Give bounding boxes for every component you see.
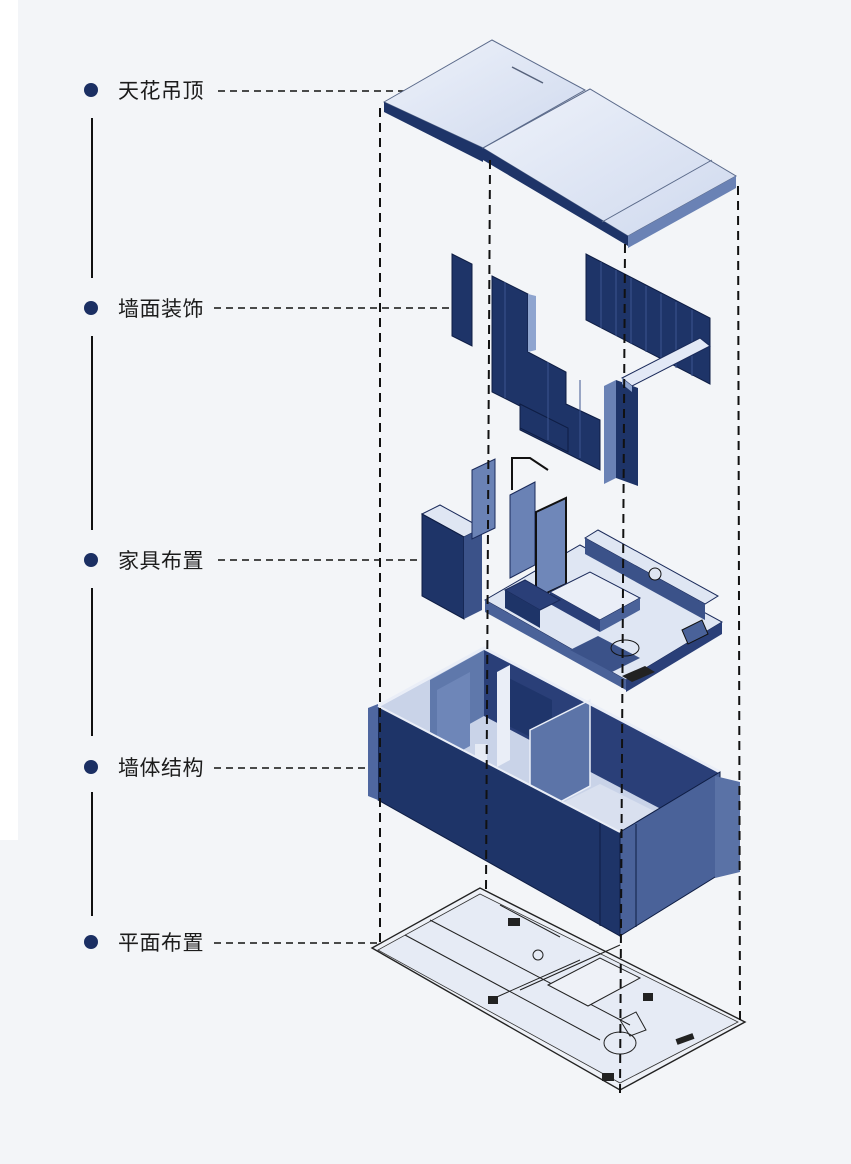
layer-label-text: 墙面装饰	[118, 297, 204, 321]
timeline-line	[91, 118, 93, 278]
wall-decoration-layer	[451, 253, 711, 486]
projection-guides	[379, 108, 741, 1095]
guide-line-right	[737, 185, 741, 1023]
layer-label-text: 墙体结构	[118, 756, 204, 780]
left-white-panel	[0, 0, 18, 840]
layer-label-text: 天花吊顶	[118, 79, 204, 103]
layer-label-floor-plan: 平面布置	[84, 927, 204, 957]
bullet-dot-icon	[84, 301, 98, 315]
layer-label-text: 家具布置	[118, 549, 204, 573]
layer-label-ceiling: 天花吊顶	[84, 75, 204, 105]
guide-line-mid-right	[619, 243, 626, 1095]
timeline-line	[91, 336, 93, 530]
layer-label-furniture: 家具布置	[84, 545, 204, 575]
bullet-dot-icon	[84, 83, 98, 97]
timeline-line	[91, 792, 93, 916]
layer-label-wall-structure: 墙体结构	[84, 752, 204, 782]
bullet-dot-icon	[84, 935, 98, 949]
layer-label-text: 平面布置	[118, 931, 204, 955]
bullet-dot-icon	[84, 553, 98, 567]
bullet-dot-icon	[84, 760, 98, 774]
floor-plan-layer	[370, 887, 747, 1091]
layer-label-wall-decor: 墙面装饰	[84, 293, 204, 323]
guide-line-mid-left	[485, 159, 491, 891]
leader-lines	[214, 90, 455, 944]
furniture-layer	[420, 457, 724, 692]
timeline-line	[91, 588, 93, 736]
wall-structure-layer	[368, 646, 740, 937]
ceiling-layer	[382, 39, 738, 248]
